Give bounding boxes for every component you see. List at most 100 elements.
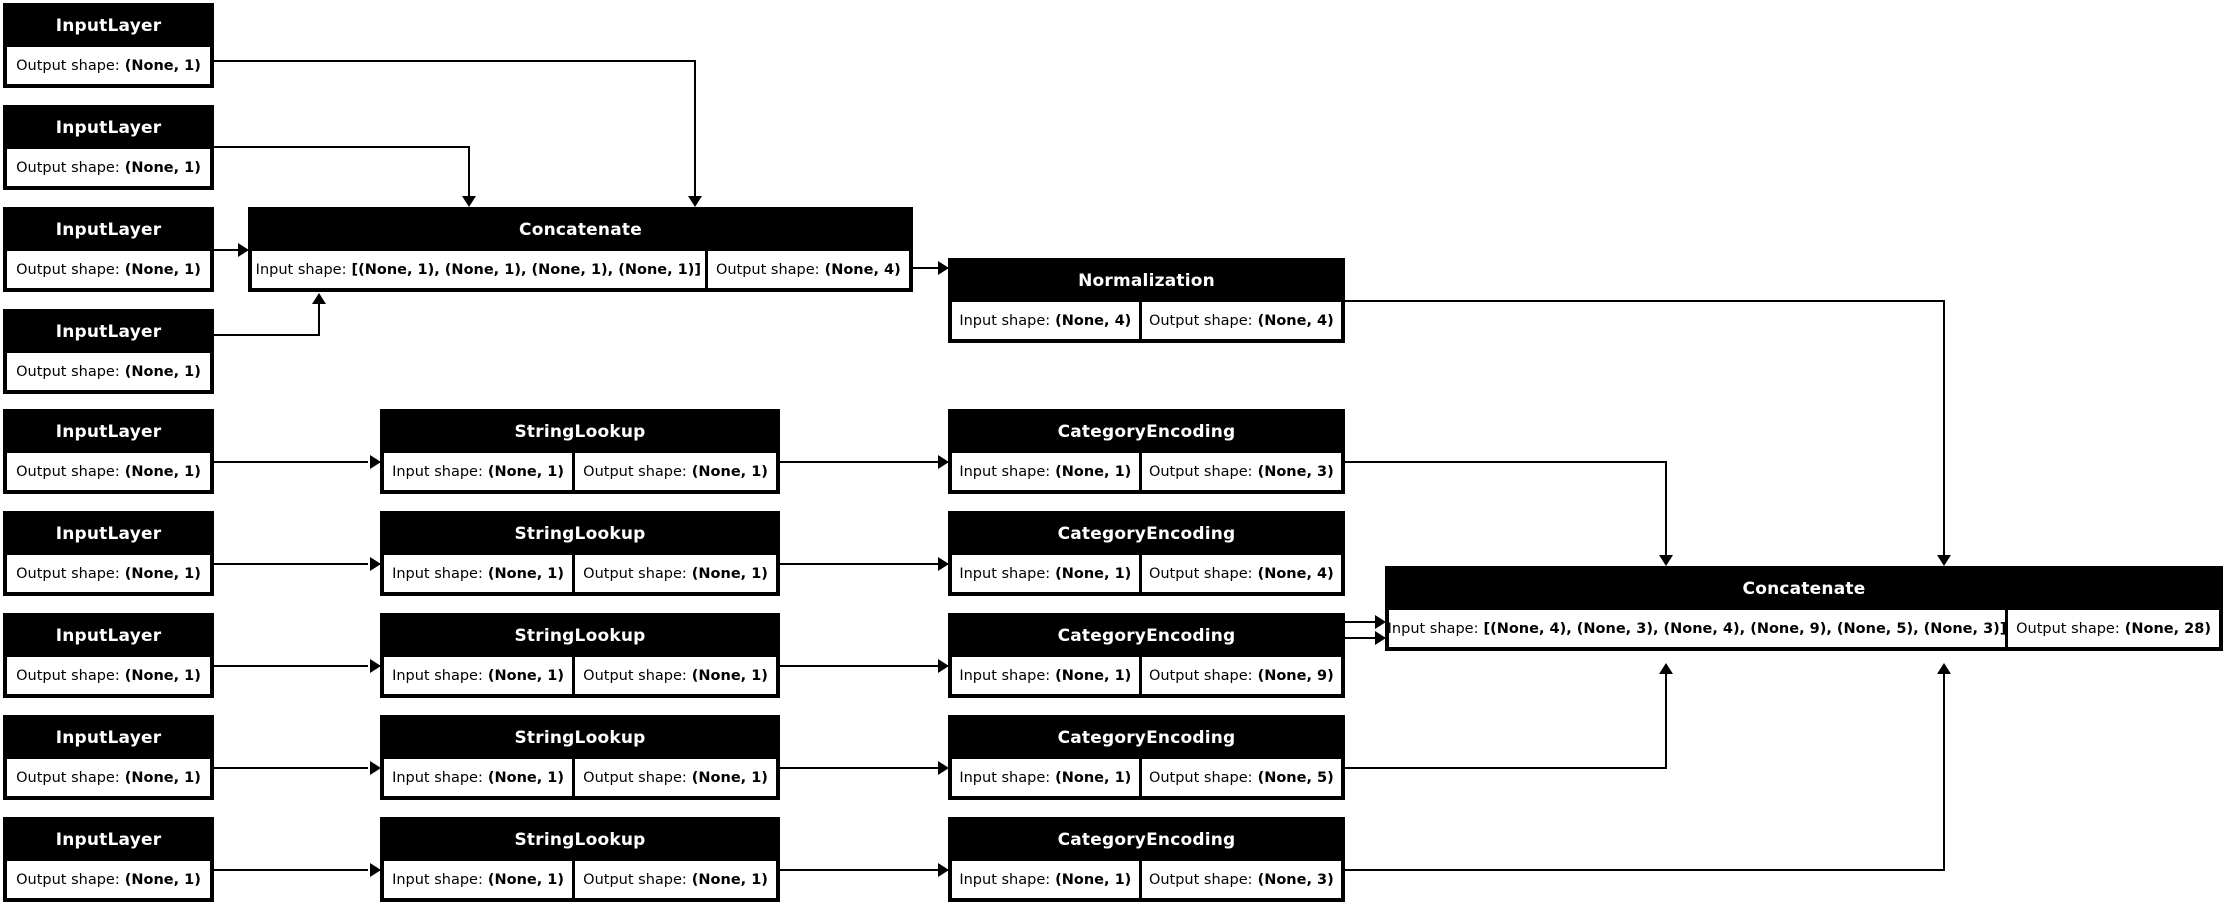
input-shape-value: [(None, 1), (None, 1), (None, 1), (None,… [351, 261, 702, 278]
node-shape-row: Input shape:(None, 4) Output shape:(None… [950, 302, 1343, 341]
output-shape-value: (None, 28) [2124, 620, 2211, 637]
edge-lookup1-encode1-h [780, 461, 938, 463]
output-shape-value: (None, 1) [124, 565, 201, 582]
output-shape-value: (None, 5) [1257, 769, 1334, 786]
node-shape-row: Input shape:(None, 1) Output shape:(None… [950, 657, 1343, 696]
input-shape-value: (None, 1) [1055, 463, 1132, 480]
node-input-layer-9[interactable]: InputLayer Output shape:(None, 1) [3, 817, 214, 902]
input-shape-value: (None, 1) [487, 565, 565, 582]
node-concatenate-numeric[interactable]: Concatenate Input shape:[(None, 1), (Non… [248, 207, 913, 292]
node-normalization[interactable]: Normalization Input shape:(None, 4) Outp… [948, 258, 1345, 343]
edge-input3-concat-h [214, 249, 240, 251]
input-shape-value: [(None, 4), (None, 3), (None, 4), (None,… [1483, 620, 2006, 637]
input-shape-value: (None, 1) [1055, 667, 1132, 684]
output-shape-value: (None, 1) [691, 463, 768, 480]
node-string-lookup-5[interactable]: StringLookup Input shape:(None, 1) Outpu… [380, 817, 780, 902]
node-input-layer-4[interactable]: InputLayer Output shape:(None, 1) [3, 309, 214, 394]
input-shape-value: (None, 1) [1055, 769, 1132, 786]
input-shape-cell: Input shape:(None, 1) [952, 453, 1139, 490]
node-title: StringLookup [382, 615, 778, 657]
output-shape-label: Output shape: [16, 261, 120, 278]
edge-concat-normalization-h [913, 267, 940, 269]
node-string-lookup-4[interactable]: StringLookup Input shape:(None, 1) Outpu… [380, 715, 780, 800]
edge-encode4-concatall-arrowhead [1659, 663, 1673, 674]
input-shape-cell: Input shape:(None, 1) [384, 657, 573, 694]
node-input-layer-6[interactable]: InputLayer Output shape:(None, 1) [3, 511, 214, 596]
node-input-layer-1[interactable]: InputLayer Output shape:(None, 1) [3, 3, 214, 88]
output-shape-label: Output shape: [16, 565, 120, 582]
output-shape-label: Output shape: [583, 463, 687, 480]
output-shape-cell: Output shape:(None, 4) [707, 251, 909, 288]
input-shape-cell: Input shape:(None, 1) [384, 759, 573, 796]
output-shape-cell: Output shape:(None, 4) [1141, 302, 1341, 339]
node-title: CategoryEncoding [950, 717, 1343, 759]
edge-encode4-concatall-v [1665, 674, 1667, 769]
node-title: CategoryEncoding [950, 513, 1343, 555]
edge-lookup3-encode3-arrowhead [938, 659, 949, 673]
input-shape-cell: Input shape:(None, 1) [384, 861, 573, 898]
output-shape-cell: Output shape:(None, 1) [7, 251, 210, 288]
input-shape-label: Input shape: [959, 463, 1051, 480]
output-shape-cell: Output shape:(None, 1) [7, 657, 210, 694]
node-input-layer-3[interactable]: InputLayer Output shape:(None, 1) [3, 207, 214, 292]
output-shape-value: (None, 1) [691, 871, 768, 888]
edge-encode4-concatall-h [1345, 767, 1667, 769]
node-input-layer-5[interactable]: InputLayer Output shape:(None, 1) [3, 409, 214, 494]
node-input-layer-7[interactable]: InputLayer Output shape:(None, 1) [3, 613, 214, 698]
output-shape-label: Output shape: [715, 261, 820, 278]
node-title: InputLayer [5, 819, 212, 861]
node-string-lookup-3[interactable]: StringLookup Input shape:(None, 1) Outpu… [380, 613, 780, 698]
output-shape-cell: Output shape:(None, 1) [7, 555, 210, 592]
edge-input2-concat-v [468, 146, 470, 197]
node-title: StringLookup [382, 513, 778, 555]
output-shape-value: (None, 1) [691, 565, 768, 582]
input-shape-cell: Input shape:(None, 1) [384, 555, 573, 592]
input-shape-cell: Input shape:(None, 4) [952, 302, 1139, 339]
edge-input2-concat-arrowhead [462, 196, 476, 207]
edge-encode1-concatall-h [1345, 461, 1667, 463]
edge-lookup2-encode2-arrowhead [938, 557, 949, 571]
output-shape-cell: Output shape:(None, 9) [1141, 657, 1341, 694]
edge-input7-lookup3-h [214, 665, 368, 667]
edge-input8-lookup4-h [214, 767, 368, 769]
edge-input1-concat-v [694, 60, 696, 197]
output-shape-cell: Output shape:(None, 1) [575, 759, 777, 796]
edge-input4-concat-h [214, 334, 320, 336]
node-category-encoding-2[interactable]: CategoryEncoding Input shape:(None, 1) O… [948, 511, 1345, 596]
output-shape-cell: Output shape:(None, 1) [575, 657, 777, 694]
node-category-encoding-3[interactable]: CategoryEncoding Input shape:(None, 1) O… [948, 613, 1345, 698]
node-shape-row: Input shape:[(None, 4), (None, 3), (None… [1387, 610, 2221, 649]
output-shape-cell: Output shape:(None, 1) [575, 453, 777, 490]
node-string-lookup-1[interactable]: StringLookup Input shape:(None, 1) Outpu… [380, 409, 780, 494]
node-input-layer-2[interactable]: InputLayer Output shape:(None, 1) [3, 105, 214, 190]
node-category-encoding-4[interactable]: CategoryEncoding Input shape:(None, 1) O… [948, 715, 1345, 800]
input-shape-cell: Input shape:[(None, 4), (None, 3), (None… [1389, 610, 2006, 647]
output-shape-value: (None, 9) [1257, 667, 1334, 684]
node-category-encoding-5[interactable]: CategoryEncoding Input shape:(None, 1) O… [948, 817, 1345, 902]
output-shape-label: Output shape: [1148, 463, 1253, 480]
node-string-lookup-2[interactable]: StringLookup Input shape:(None, 1) Outpu… [380, 511, 780, 596]
output-shape-value: (None, 1) [124, 769, 201, 786]
node-title: StringLookup [382, 819, 778, 861]
input-shape-label: Input shape: [959, 769, 1051, 786]
node-title: InputLayer [5, 411, 212, 453]
node-category-encoding-1[interactable]: CategoryEncoding Input shape:(None, 1) O… [948, 409, 1345, 494]
output-shape-cell: Output shape:(None, 4) [1141, 555, 1341, 592]
node-shape-row: Input shape:(None, 1) Output shape:(None… [382, 657, 778, 696]
output-shape-cell: Output shape:(None, 1) [7, 353, 210, 390]
output-shape-cell: Output shape:(None, 1) [575, 861, 777, 898]
output-shape-label: Output shape: [583, 769, 687, 786]
node-shape-row: Input shape:(None, 1) Output shape:(None… [950, 759, 1343, 798]
edge-normalization-concatall-h [1345, 300, 1945, 302]
node-concatenate-all[interactable]: Concatenate Input shape:[(None, 4), (Non… [1385, 566, 2223, 651]
output-shape-value: (None, 3) [1257, 871, 1334, 888]
edge-encode3-concatall-h [1345, 637, 1377, 639]
edge-input1-concat-h [214, 60, 696, 62]
node-title: InputLayer [5, 615, 212, 657]
node-shape-row: Output shape:(None, 1) [5, 251, 212, 290]
input-shape-label: Input shape: [1389, 620, 1479, 637]
node-input-layer-8[interactable]: InputLayer Output shape:(None, 1) [3, 715, 214, 800]
output-shape-value: (None, 4) [1257, 565, 1334, 582]
input-shape-cell: Input shape:(None, 1) [384, 453, 573, 490]
